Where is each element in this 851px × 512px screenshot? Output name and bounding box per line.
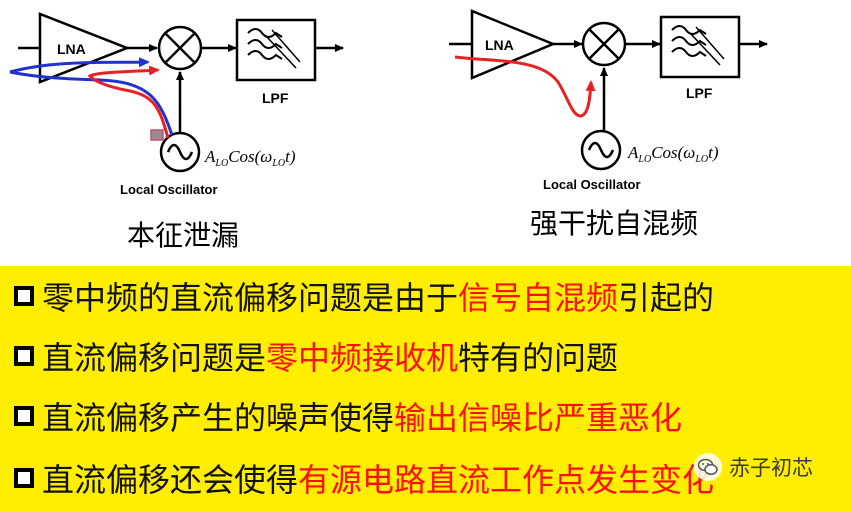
- bullet-highlight: 输出信噪比严重恶化: [394, 399, 683, 437]
- left-leakage-point: [150, 129, 164, 141]
- left-signal-chain: LNA LPF ALOCos(ωLOt) Local Oscillator: [9, 12, 344, 252]
- left-lpf-box: [235, 18, 317, 82]
- mixer-leakage-diagram: LNA LPF ALOCos(ωLOt) Local Oscillator: [9, 9, 768, 252]
- bullet-text: 直流偏移还会使得: [42, 461, 299, 499]
- right-osc-label: Local Oscillator: [543, 177, 641, 192]
- right-caption: 强干扰自混频: [530, 207, 698, 240]
- square-bullet-icon: [14, 346, 34, 366]
- right-osc-formula: ALOCos(ωLOt): [627, 143, 719, 165]
- square-bullet-icon: [14, 406, 34, 426]
- watermark-text: 赤子初芯: [729, 456, 813, 480]
- left-blue-leak-arrow: [9, 57, 150, 74]
- bullet-text: 直流偏移问题是: [42, 339, 267, 377]
- right-red-self-mix-path: [454, 55, 596, 118]
- left-blue-leak-path: [9, 70, 174, 136]
- bullet-tail: 特有的问题: [458, 339, 619, 377]
- left-mixer-symbol: [157, 25, 203, 71]
- bullet-item: 直流偏移还会使得有源电路直流工作点发生变化: [14, 456, 714, 500]
- right-lpf-label: LPF: [686, 85, 713, 101]
- left-red-leak-path: [87, 65, 170, 139]
- square-bullet-icon: [14, 286, 34, 306]
- square-bullet-icon: [14, 468, 34, 488]
- watermark-badge: 赤子初芯: [693, 452, 813, 482]
- left-oscillator-symbol: [159, 131, 201, 173]
- right-signal-chain: LNA LPF ALOCos(ωLOt) Local Oscillator 强干…: [449, 9, 768, 240]
- bullet-highlight: 有源电路直流工作点发生变化: [298, 461, 715, 499]
- right-mixer-symbol: [581, 21, 627, 67]
- bullet-tail: 引起的: [618, 279, 715, 317]
- bullet-text: 零中频的直流偏移问题是由于: [42, 279, 459, 317]
- left-lpf-label: LPF: [262, 90, 289, 106]
- bullet-text: 直流偏移产生的噪声使得: [42, 399, 395, 437]
- left-osc-label: Local Oscillator: [120, 182, 218, 197]
- left-osc-formula: ALOCos(ωLOt): [204, 147, 296, 169]
- bullet-highlight: 零中频接收机: [266, 339, 459, 377]
- wechat-icon: [694, 453, 722, 481]
- right-oscillator-symbol: [580, 129, 622, 171]
- bullet-item: 直流偏移问题是零中频接收机特有的问题: [14, 334, 618, 378]
- right-lna-label: LNA: [485, 37, 514, 53]
- bullet-item: 直流偏移产生的噪声使得输出信噪比严重恶化: [14, 394, 682, 438]
- left-caption: 本征泄漏: [127, 219, 239, 252]
- right-lpf-box: [659, 15, 741, 79]
- left-lna-label: LNA: [57, 41, 86, 57]
- bullet-highlight: 信号自混频: [458, 279, 619, 317]
- bullet-item: 零中频的直流偏移问题是由于信号自混频引起的: [14, 274, 714, 318]
